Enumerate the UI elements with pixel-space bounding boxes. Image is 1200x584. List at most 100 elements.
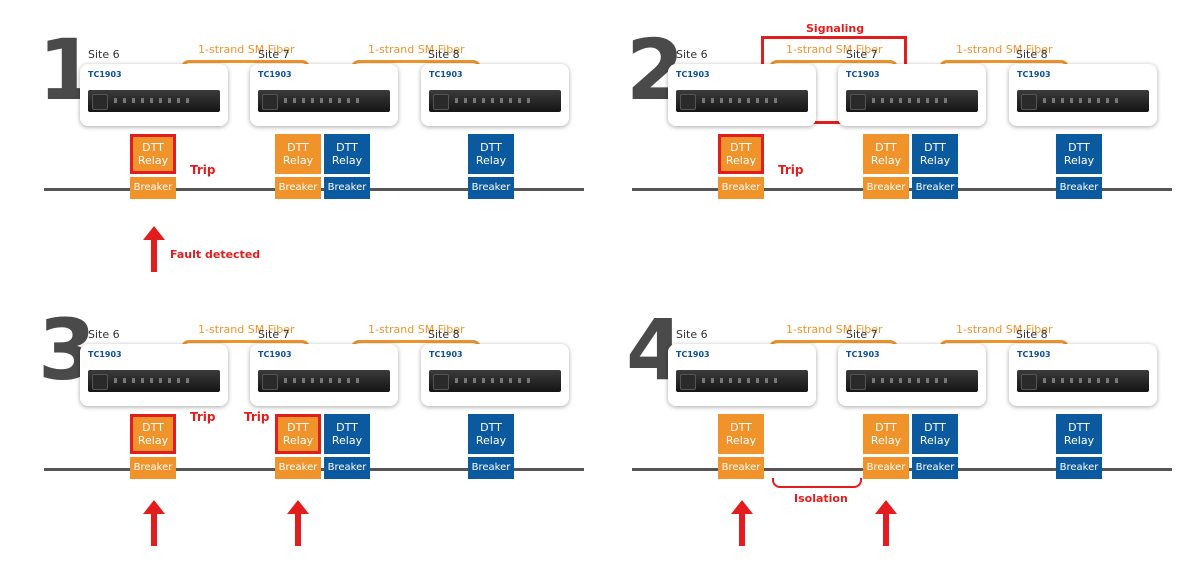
breaker: Breaker [912, 457, 958, 479]
relay-line2: Relay [919, 154, 951, 167]
isolation-brace [772, 478, 862, 488]
site-7-box: TC1903 [838, 344, 986, 406]
site-6-box: TC1903 [80, 64, 228, 126]
tc1903-device [1017, 370, 1149, 392]
up-arrow-icon [287, 500, 309, 546]
step-4-panel: 4 1-strand SM Fiber 1-strand SM Fiber Si… [626, 300, 1186, 560]
relay-line2: Relay [870, 434, 902, 447]
site-name: Site 6 [676, 328, 708, 341]
relay-line2: Relay [1063, 434, 1095, 447]
breaker: Breaker [1056, 457, 1102, 479]
breaker: Breaker [275, 457, 321, 479]
breaker: Breaker [468, 457, 514, 479]
step-1-panel: 1 1-strand SM Fiber 1-strand SM Fiber Si… [38, 20, 598, 280]
site-8-box: TC1903 [1009, 64, 1157, 126]
relay-line1: DTT [336, 140, 358, 154]
site-7-box: TC1903 [250, 64, 398, 126]
relay-line1: DTT [924, 420, 946, 434]
relay-line2: Relay [282, 154, 314, 167]
fault-detected-label: Fault detected [170, 248, 261, 261]
fiber-label: 1-strand SM Fiber [368, 323, 465, 336]
tc1903-device [846, 370, 978, 392]
relay-line2: Relay [725, 154, 757, 167]
relay-line1: DTT [875, 420, 897, 434]
site-7-box: TC1903 [838, 64, 986, 126]
relay-line1: DTT [480, 420, 502, 434]
breaker: Breaker [863, 457, 909, 479]
site-name: Site 8 [428, 328, 460, 341]
fiber-label: 1-strand SM Fiber [368, 43, 465, 56]
model-label: TC1903 [429, 70, 463, 79]
fiber-label: 1-strand SM Fiber [786, 43, 883, 56]
relay-line1: DTT [730, 140, 752, 154]
model-label: TC1903 [258, 70, 292, 79]
trip-label: Trip [244, 410, 270, 424]
relay-line1: DTT [142, 140, 164, 154]
model-label: TC1903 [846, 350, 880, 359]
trip-label: Trip [778, 163, 804, 177]
relay-line2: Relay [331, 154, 363, 167]
model-label: TC1903 [676, 350, 710, 359]
relay-line2: Relay [475, 154, 507, 167]
relay-line2: Relay [137, 434, 169, 447]
tc1903-device [1017, 90, 1149, 112]
relay-line1: DTT [142, 420, 164, 434]
breaker: Breaker [275, 177, 321, 199]
site-6-box: TC1903 [668, 64, 816, 126]
relay-line1: DTT [924, 140, 946, 154]
model-label: TC1903 [1017, 70, 1051, 79]
up-arrow-icon [143, 500, 165, 546]
breaker: Breaker [324, 177, 370, 199]
breaker: Breaker [468, 177, 514, 199]
tc1903-device [676, 370, 808, 392]
relay-line1: DTT [1068, 420, 1090, 434]
site-name: Site 8 [1016, 328, 1048, 341]
relay-line2: Relay [331, 434, 363, 447]
site-name: Site 6 [88, 48, 120, 61]
breaker: Breaker [863, 177, 909, 199]
relay-line2: Relay [919, 434, 951, 447]
breaker: Breaker [130, 457, 176, 479]
site-6-box: TC1903 [80, 344, 228, 406]
site-8-box: TC1903 [421, 344, 569, 406]
model-label: TC1903 [88, 70, 122, 79]
relay-line1: DTT [336, 420, 358, 434]
tc1903-device [676, 90, 808, 112]
breaker: Breaker [912, 177, 958, 199]
model-label: TC1903 [88, 350, 122, 359]
breaker: Breaker [718, 177, 764, 199]
model-label: TC1903 [1017, 350, 1051, 359]
relay-line2: Relay [475, 434, 507, 447]
relay-line2: Relay [1063, 154, 1095, 167]
step-2-panel: 2 1-strand SM Fiber 1-strand SM Fiber Si… [626, 20, 1186, 280]
tc1903-device [429, 370, 561, 392]
up-arrow-icon [731, 500, 753, 546]
breaker: Breaker [1056, 177, 1102, 199]
tc1903-device [88, 90, 220, 112]
relay-line2: Relay [870, 154, 902, 167]
site-name: Site 7 [846, 48, 878, 61]
tc1903-device [846, 90, 978, 112]
site-name: Site 8 [428, 48, 460, 61]
trip-label: Trip [190, 163, 216, 177]
model-label: TC1903 [846, 70, 880, 79]
up-arrow-icon [143, 226, 165, 272]
relay-line1: DTT [730, 420, 752, 434]
fiber-label: 1-strand SM Fiber [956, 43, 1053, 56]
relay-line1: DTT [1068, 140, 1090, 154]
relay-line1: DTT [287, 140, 309, 154]
fiber-label: 1-strand SM Fiber [956, 323, 1053, 336]
model-label: TC1903 [258, 350, 292, 359]
site-name: Site 6 [88, 328, 120, 341]
site-8-box: TC1903 [1009, 344, 1157, 406]
